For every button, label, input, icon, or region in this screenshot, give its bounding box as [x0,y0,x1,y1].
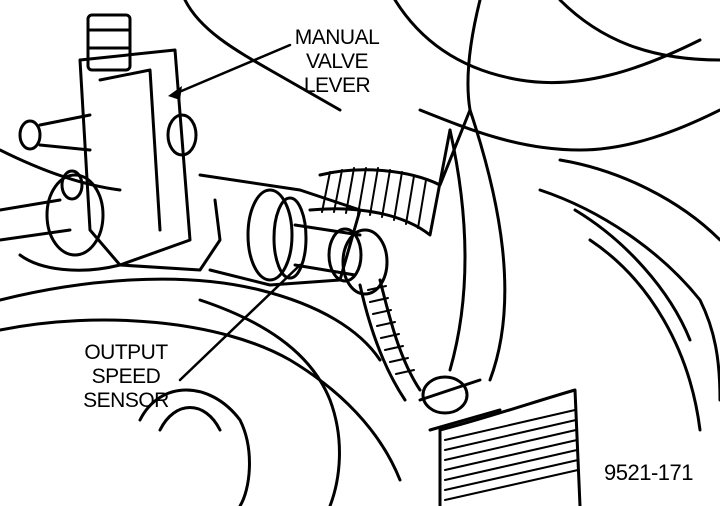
harness [358,283,407,402]
housing-outline [418,108,720,152]
lever-bolt [166,113,198,157]
filter-body [438,388,582,506]
label-line: SPEED [91,365,161,388]
manual-valve-lever-label: MANUAL VALVE LEVER [282,26,392,98]
pipe-clamp [418,378,502,432]
sensor-connector [341,228,389,296]
filter-ribs [444,409,579,501]
label-line: OUTPUT [84,341,168,364]
linkage-eye [45,173,105,257]
lever-boss [18,119,42,151]
pipe-clamp [421,375,469,415]
pipe [448,128,467,372]
lever-nut [86,13,132,72]
pipe [468,108,507,382]
lever-arm [38,113,92,152]
lever-nut [86,28,132,50]
label-line: MANUAL [294,26,380,49]
case-round [538,188,720,402]
sensor-connector [327,227,363,283]
sensor-body [198,173,362,287]
lower-housing [198,298,341,506]
sensor-flange [272,196,308,280]
housing-outline [0,148,122,192]
label-line: SENSOR [83,389,169,412]
lever-mount [18,253,122,272]
lower-housing [138,388,251,506]
harness-ribs [321,167,427,375]
lower-housing [158,406,222,432]
leader-line-manual [170,43,292,97]
case-round [573,208,692,342]
leader-arrowhead [168,86,182,100]
lower-housing [0,277,382,362]
output-speed-sensor-label: OUTPUT SPEED SENSOR [70,341,182,413]
housing-outline [558,0,720,62]
housing-outline [466,0,482,112]
lever-bracket [78,48,192,267]
linkage-rod [0,198,72,242]
lever-mount [118,198,222,272]
figure-number: 9521-171 [604,460,693,485]
lower-housing [0,318,402,482]
housing-outline [393,0,702,85]
sensor-flange [246,188,294,282]
leader-line-sensor [178,263,302,382]
harness [378,278,422,392]
housing-outline [183,0,342,112]
case-round [588,238,702,432]
label-line: LEVER [303,74,371,97]
label-line: VALVE [305,50,369,73]
case-round [558,158,720,242]
lever-bracket [98,68,162,232]
harness [308,128,452,237]
linkage-stud [60,169,84,201]
